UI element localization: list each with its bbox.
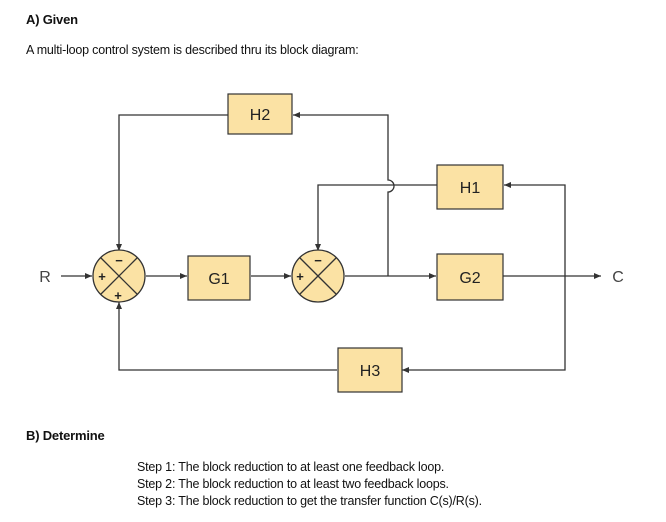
steps-list: Step 1: The block reduction to at least … xyxy=(137,459,482,510)
sum1-top-sign: − xyxy=(115,253,123,268)
block-h3 xyxy=(337,347,403,393)
step-item: Step 1: The block reduction to at least … xyxy=(137,460,445,474)
block-h2-label: H2 xyxy=(250,107,271,124)
output-signal-label: C xyxy=(612,269,624,286)
h1-feedback-in-wire xyxy=(504,182,566,276)
step-item: Step 3: The block reduction to get the t… xyxy=(137,494,482,508)
block-g1 xyxy=(187,255,251,301)
sum1-bottom-sign: + xyxy=(114,288,122,303)
block-g1-label: G1 xyxy=(208,271,229,288)
block-g2 xyxy=(436,253,504,301)
h1-feedback-out-wire xyxy=(315,184,437,251)
block-h3-label: H3 xyxy=(360,363,381,380)
section-a-heading: A) Given xyxy=(26,12,78,27)
block-h1 xyxy=(436,164,504,210)
sum1-left-sign: + xyxy=(98,269,106,284)
section-b-heading: B) Determine xyxy=(26,428,105,443)
step-item: Step 2: The block reduction to at least … xyxy=(137,477,449,491)
h3-feedback-in-wire xyxy=(402,276,566,373)
block-h1-label: H1 xyxy=(460,180,481,197)
input-signal-label: R xyxy=(39,269,51,286)
block-h2 xyxy=(227,93,293,135)
summing-junction-1 xyxy=(92,249,146,303)
h3-feedback-out-wire xyxy=(116,302,337,371)
intro-text: A multi-loop control system is described… xyxy=(26,43,359,57)
summing-junction-2 xyxy=(291,249,345,303)
sum2-top-sign: − xyxy=(314,253,322,268)
h2-feedback-out-wire xyxy=(116,114,228,251)
sum2-left-sign: + xyxy=(296,269,304,284)
block-g2-label: G2 xyxy=(459,270,480,287)
